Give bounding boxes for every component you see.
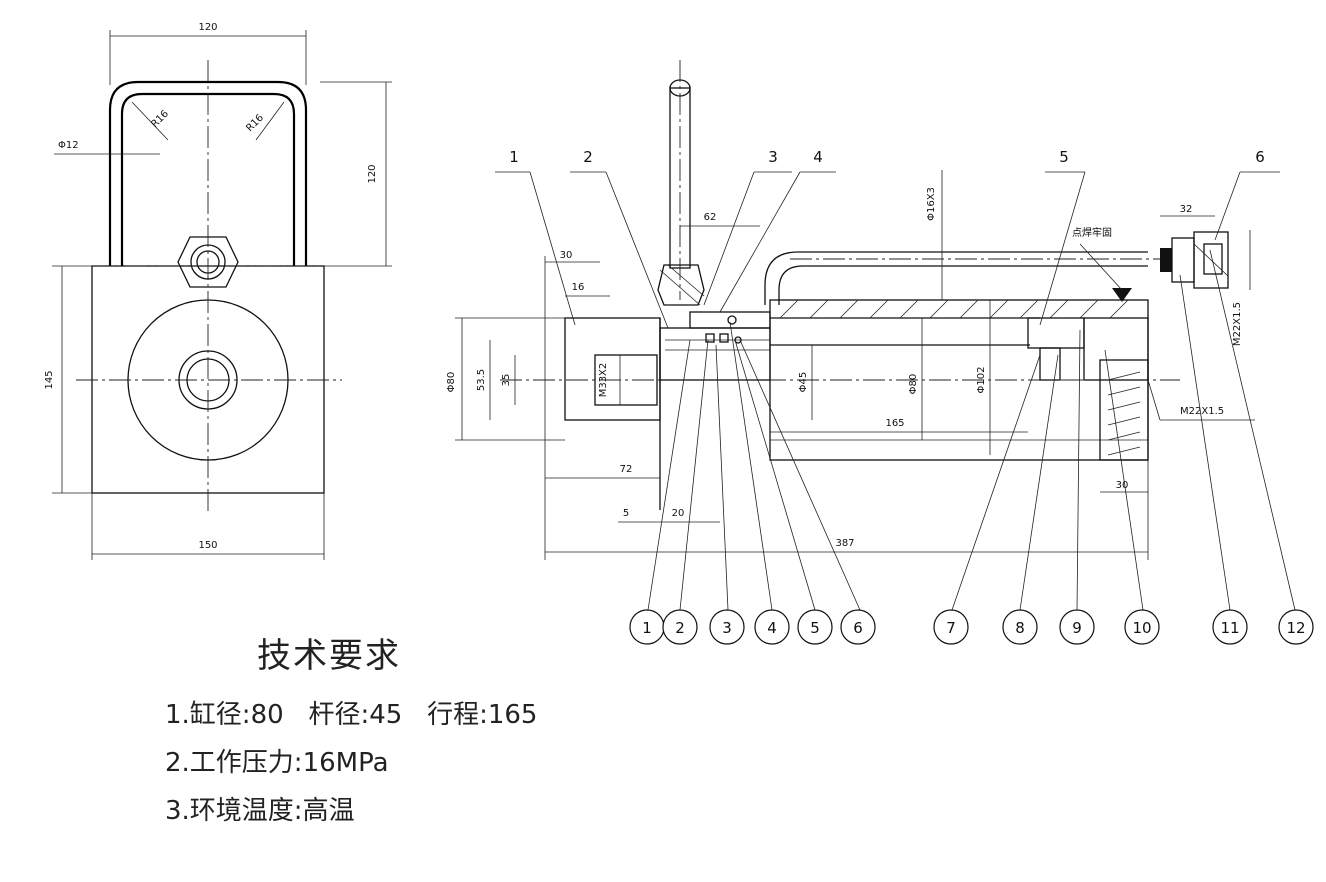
piston — [1027, 317, 1085, 349]
technical-requirements: 技术要求 1.缸径:80 杆径:45 行程:165 2.工作压力:16MPa 3… — [165, 628, 537, 835]
balloon-9: 9 — [1072, 619, 1082, 637]
top-label-4: 4 — [813, 148, 823, 166]
top-label-6: 6 — [1255, 148, 1265, 166]
oil-pipe-outer — [764, 251, 1148, 305]
barrel-hatching — [779, 299, 1129, 319]
dim-16: 16 — [572, 282, 585, 293]
dim-30: 30 — [560, 250, 573, 261]
dim-phi102: Φ102 — [976, 367, 987, 394]
balloon-7: 7 — [946, 619, 956, 637]
threaded-rod — [594, 354, 658, 406]
dim-120-top: 120 — [198, 22, 217, 33]
top-label-3: 3 — [768, 148, 778, 166]
balloon-10: 10 — [1132, 619, 1151, 637]
tech-title: 技术要求 — [257, 636, 401, 676]
dim-phi45: Φ45 — [798, 372, 809, 393]
weld-note: 点焊牢固 — [1072, 226, 1112, 239]
tech-item-3: 3.环境温度:高温 — [165, 796, 355, 826]
balloon-6: 6 — [853, 619, 863, 637]
balloon-3: 3 — [722, 619, 732, 637]
dim-120-side: 120 — [367, 164, 378, 183]
dim-m22x1-5-right: M22X1.5 — [1232, 302, 1243, 346]
right-end-nut — [1193, 231, 1229, 289]
tech-item-1: 1.缸径:80 杆径:45 行程:165 — [165, 700, 538, 730]
part-balloons: 1 2 3 4 5 6 7 8 9 10 11 12 — [629, 609, 1314, 645]
balloon-5: 5 — [810, 619, 820, 637]
balloon-1: 1 — [642, 619, 652, 637]
dim-165: 165 — [885, 418, 904, 429]
section-view: 30 16 Φ80 53.5 35 M33X2 62 Φ16X3 32 Φ45 … — [446, 60, 1296, 611]
dim-m22x1-5-bottom: M22X1.5 — [1180, 406, 1224, 417]
dim-phi80-mid: Φ80 — [908, 374, 919, 395]
dim-5: 5 — [623, 508, 629, 519]
oil-pipe-inner — [778, 265, 1148, 305]
left-end-view: 120 120 Φ12 R16 R16 145 150 — [44, 22, 392, 560]
dim-phi16x3: Φ16X3 — [926, 187, 937, 221]
top-label-2: 2 — [583, 148, 593, 166]
dim-62: 62 — [704, 212, 717, 223]
balloon-8: 8 — [1015, 619, 1025, 637]
tech-item-2: 2.工作压力:16MPa — [165, 748, 389, 778]
top-label-5: 5 — [1059, 148, 1069, 166]
dim-phi12: Φ12 — [58, 140, 79, 151]
dim-150: 150 — [198, 540, 217, 551]
dim-20: 20 — [672, 508, 685, 519]
balloon-12: 12 — [1286, 619, 1305, 637]
dim-53-5: 53.5 — [476, 369, 487, 391]
dim-145: 145 — [44, 370, 55, 389]
dim-72: 72 — [620, 464, 633, 475]
right-ring — [1160, 248, 1172, 272]
weld-mark — [1112, 288, 1132, 302]
balloon-4: 4 — [767, 619, 777, 637]
balloon-11: 11 — [1220, 619, 1239, 637]
dim-m33x2: M33X2 — [598, 363, 609, 398]
balloon-2: 2 — [675, 619, 685, 637]
dim-387: 387 — [835, 538, 854, 549]
top-label-1: 1 — [509, 148, 519, 166]
dim-32: 32 — [1180, 204, 1193, 215]
dim-30-right: 30 — [1116, 480, 1129, 491]
dim-phi80-left: Φ80 — [446, 372, 457, 393]
dim-r16-left: R16 — [149, 108, 171, 130]
hex-fitting — [177, 236, 239, 288]
dim-35: 35 — [501, 374, 512, 387]
